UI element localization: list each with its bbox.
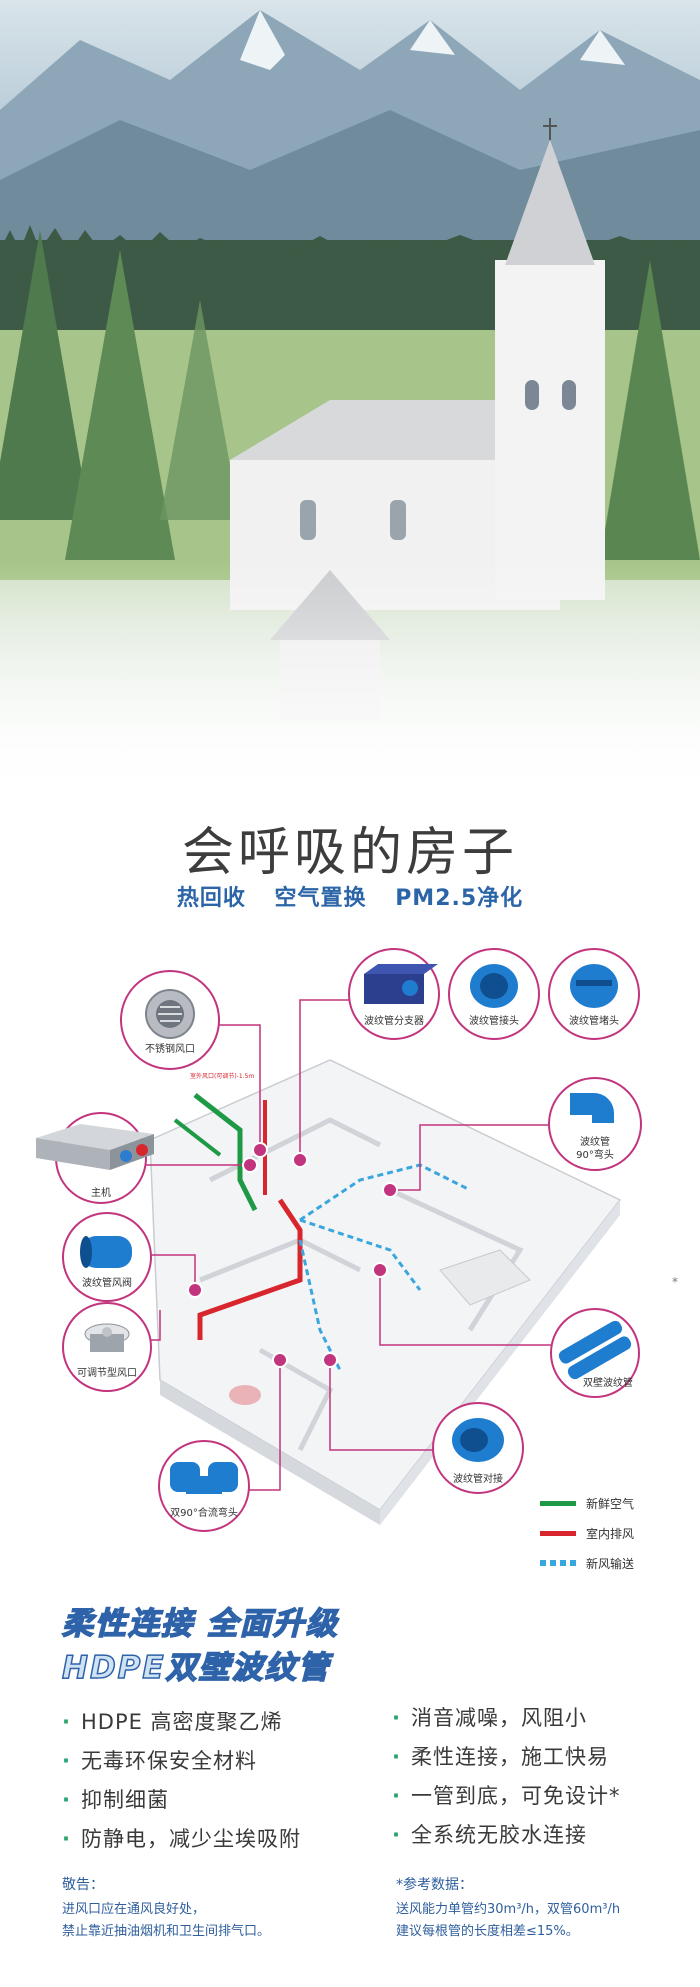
- notice-title: 敬告：: [62, 1877, 104, 1893]
- feature-left-1: ·HDPE 高密度聚乙烯: [62, 1710, 283, 1734]
- feature-left-1-text: HDPE 高密度聚乙烯: [80, 1710, 283, 1734]
- feature-right-3-text: 一管到底，可免设计*: [410, 1784, 621, 1808]
- feature-left-4-text: 防静电，减少尘埃吸附: [80, 1827, 301, 1851]
- feature-left-3-text: 抑制细菌: [80, 1788, 169, 1812]
- legend-supply-label: 新风输送: [586, 1556, 635, 1571]
- legend-fresh-air-label: 新鲜空气: [586, 1496, 635, 1511]
- dual-elbow-icon: [170, 1462, 238, 1494]
- feature-right-2: ·柔性连接，施工快易: [392, 1745, 609, 1769]
- dual-elbow-label: 双90°合流弯头: [170, 1508, 238, 1519]
- asterisk-mark: *: [672, 1275, 678, 1289]
- slogan-line-1: 柔性连接 全面升级: [61, 1605, 339, 1643]
- docking-icon: [452, 1418, 504, 1462]
- stainless-outlet-icon: [145, 989, 195, 1039]
- subtitle-air-exchange: 空气置换: [274, 886, 367, 911]
- legend-supply: 新风输送: [540, 1548, 634, 1578]
- splitter-icon: [364, 964, 438, 1004]
- subtitle-heat-recovery: 热回收: [176, 886, 246, 911]
- connector-circle: 波纹管接头: [448, 948, 540, 1040]
- feature-right-4-text: 全系统无胶水连接: [410, 1823, 587, 1847]
- adjustable-outlet-icon: [84, 1323, 130, 1352]
- adjustable-outlet-circle: 可调节型风口: [62, 1302, 152, 1392]
- reference-line-1: 送风能力单管约30m³/h，双管60m³/h: [396, 1902, 621, 1917]
- legend-fresh-air: 新鲜空气: [540, 1488, 634, 1518]
- feature-right-3: ·一管到底，可免设计*: [392, 1784, 621, 1808]
- subtitle-features: 热回收 空气置换 PM2.5净化: [0, 880, 700, 912]
- double-pipe-circle: 双壁波纹管: [550, 1308, 640, 1398]
- feature-right-1: ·消音减噪，风阻小: [392, 1706, 587, 1730]
- adjustable-outlet-label: 可调节型风口: [77, 1368, 137, 1379]
- docking-label: 波纹管对接: [453, 1474, 503, 1485]
- notice-line-1: 进风口应在通风良好处，: [62, 1902, 206, 1917]
- feature-left-3: ·抑制细菌: [62, 1788, 169, 1812]
- dual-elbow-circle: 双90°合流弯头: [158, 1440, 250, 1532]
- legend-swatch-blue: [540, 1560, 576, 1566]
- legend-exhaust-label: 室内排风: [586, 1526, 635, 1541]
- feature-left-2-text: 无毒环保安全材料: [80, 1749, 257, 1773]
- double-pipe-label: 双壁波纹管: [583, 1378, 633, 1389]
- plug-icon: [570, 964, 618, 1008]
- legend: 新鲜空气 室内排风 新风输送: [540, 1488, 634, 1578]
- feature-right-2-text: 柔性连接，施工快易: [410, 1745, 609, 1769]
- elbow-circle: 波纹管 90°弯头: [548, 1077, 642, 1171]
- connector-icon: [470, 964, 518, 1008]
- stainless-outlet-label: 不锈钢风口: [145, 1044, 195, 1055]
- notice-line-2: 禁止靠近抽油烟机和卫生间排气口。: [62, 1924, 271, 1939]
- ventilation-diagram: 室外风口(可调节)-1.5m 不锈钢风口 波纹管分支器 波纹管接头 波纹管堵头: [0, 948, 700, 1571]
- elbow-label-1: 波纹管: [580, 1137, 610, 1148]
- feature-right-1-text: 消音减噪，风阻小: [410, 1706, 587, 1730]
- slogan-line-2: HDPE双壁波纹管: [61, 1649, 331, 1687]
- legend-swatch-red: [540, 1530, 576, 1536]
- docking-circle: 波纹管对接: [432, 1402, 524, 1494]
- splitter-circle: 波纹管分支器: [348, 948, 440, 1040]
- double-pipe-icon: [558, 1320, 632, 1380]
- small-vent-label: 室外风口(可调节)-1.5m: [190, 1072, 254, 1080]
- plug-circle: 波纹管堵头: [548, 948, 640, 1040]
- legend-exhaust: 室内排风: [540, 1518, 634, 1548]
- elbow-label-2: 90°弯头: [576, 1150, 614, 1161]
- reference-title: *参考数据：: [396, 1877, 473, 1893]
- valve-label: 波纹管风阀: [82, 1278, 132, 1289]
- elbow-icon: [570, 1093, 614, 1123]
- stainless-outlet-circle: 不锈钢风口: [120, 970, 220, 1070]
- hero-landscape-image: [0, 0, 700, 800]
- subtitle-pm25: PM2.5净化: [395, 886, 524, 911]
- legend-swatch-green: [540, 1500, 576, 1506]
- feature-left-2: ·无毒环保安全材料: [62, 1749, 257, 1773]
- main-unit-icon: [36, 1124, 154, 1170]
- plug-label: 波纹管堵头: [569, 1016, 619, 1027]
- main-unit-label: 主机: [91, 1188, 111, 1199]
- feature-left-4: ·防静电，减少尘埃吸附: [62, 1827, 301, 1851]
- valve-circle: 波纹管风阀: [62, 1212, 152, 1302]
- connector-label: 波纹管接头: [469, 1016, 519, 1027]
- feature-right-4: ·全系统无胶水连接: [392, 1823, 587, 1847]
- reference-line-2: 建议每根管的长度相差≤15%。: [396, 1924, 579, 1939]
- valve-icon: [80, 1236, 132, 1268]
- page-title: 会呼吸的房子: [181, 823, 518, 883]
- splitter-label: 波纹管分支器: [364, 1016, 424, 1027]
